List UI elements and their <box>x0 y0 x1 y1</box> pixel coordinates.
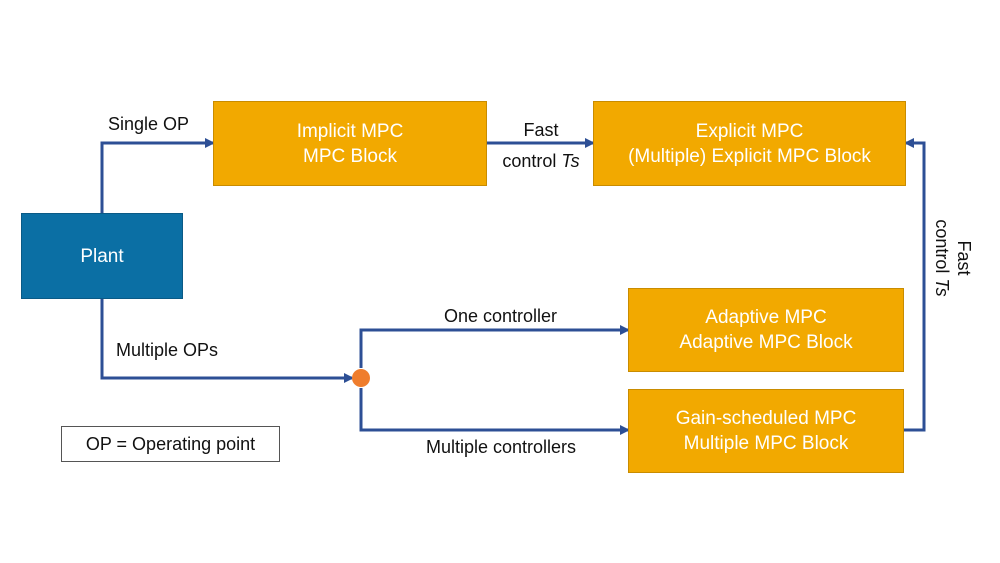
implicit-mpc-box: Implicit MPC MPC Block <box>213 101 487 186</box>
implicit-mpc-title: Implicit MPC <box>296 120 404 142</box>
single-op-label: Single OP <box>108 114 190 134</box>
explicit-mpc-box: Explicit MPC (Multiple) Explicit MPC Blo… <box>593 101 906 186</box>
edge-gain-to-explicit <box>904 138 926 432</box>
fast-control-ts-label-top: Fast control Ts <box>494 115 588 177</box>
gain-scheduled-mpc-box: Gain-scheduled MPC Multiple MPC Block <box>628 389 904 473</box>
explicit-mpc-title: Explicit MPC <box>695 120 804 142</box>
edge-plant-to-junction <box>100 299 354 383</box>
edge-junction-to-gain <box>359 388 630 435</box>
legend-text: OP = Operating point <box>85 433 256 454</box>
gain-scheduled-mpc-title: Gain-scheduled MPC <box>675 408 857 429</box>
edge-junction-to-adaptive <box>359 325 630 368</box>
fast-top-control-text: control <box>502 151 562 171</box>
adaptive-mpc-box: Adaptive MPC Adaptive MPC Block <box>628 288 904 372</box>
fast-top-line2: control Ts <box>494 146 588 177</box>
fast-top-ts-var: Ts <box>561 151 580 171</box>
plant-label: Plant <box>80 245 124 267</box>
plant-box: Plant <box>21 213 183 299</box>
gain-scheduled-mpc-block: Multiple MPC Block <box>683 433 849 454</box>
fast-right-line2: control Ts <box>931 203 953 313</box>
junction-dot <box>352 369 370 387</box>
legend-box: OP = Operating point <box>61 426 280 462</box>
fast-right-line1: Fast <box>954 240 974 276</box>
adaptive-mpc-block: Adaptive MPC Block <box>679 332 853 353</box>
edge-plant-to-implicit <box>100 138 215 213</box>
one-controller-label: One controller <box>444 306 558 326</box>
fast-right-control-text: control <box>932 219 952 279</box>
multiple-ops-label: Multiple OPs <box>116 340 219 360</box>
fast-right-ts-var: Ts <box>932 278 952 297</box>
implicit-mpc-block: MPC Block <box>303 145 397 167</box>
adaptive-mpc-title: Adaptive MPC <box>705 307 827 328</box>
fast-top-line1: Fast <box>523 120 559 140</box>
explicit-mpc-block: (Multiple) Explicit MPC Block <box>628 145 871 167</box>
multiple-controllers-label: Multiple controllers <box>426 437 577 457</box>
fast-control-ts-label-right: Fast control Ts <box>931 203 975 313</box>
